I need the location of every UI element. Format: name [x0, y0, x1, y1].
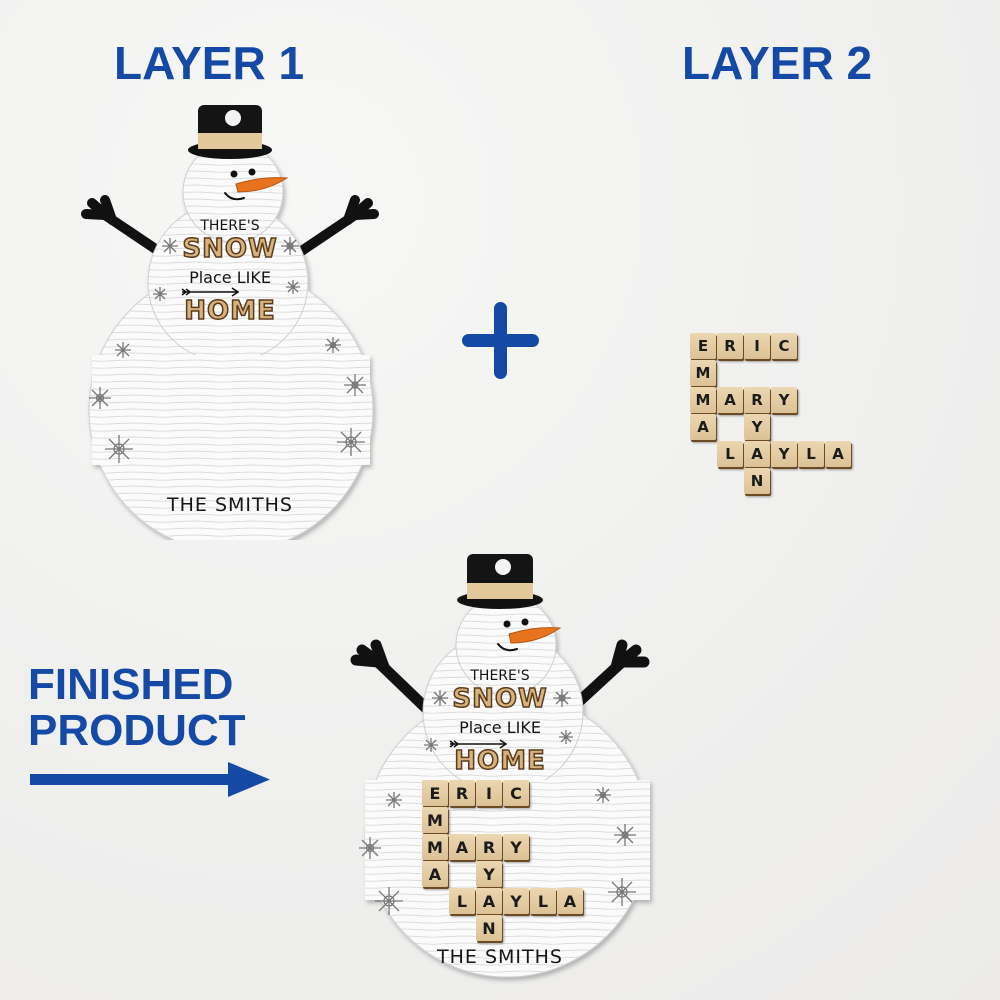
- letter-tile: A: [449, 834, 475, 860]
- letter-tile: Y: [771, 387, 797, 413]
- letter-tile: L: [798, 441, 824, 467]
- letter-tile: E: [422, 780, 448, 806]
- letter-tile: L: [530, 888, 556, 914]
- snowman-finished: THERE'S SNOW Place LIKE HOME THE SMITHS …: [270, 450, 770, 990]
- theres-text: THERE'S: [470, 668, 530, 684]
- letter-tile: M: [422, 834, 448, 860]
- letter-tile: E: [690, 333, 716, 359]
- layer1-label: LAYER 1: [114, 37, 305, 89]
- letter-tile: R: [476, 834, 502, 860]
- letter-tile: N: [744, 468, 770, 494]
- letter-tile: N: [476, 915, 502, 941]
- letter-tile: I: [744, 333, 770, 359]
- snowman-layer1: THERE'S SNOW Place LIKE HOME THE SMITHS: [0, 0, 500, 540]
- home-text: HOME: [184, 295, 276, 327]
- snow-text: SNOW: [452, 683, 548, 715]
- letter-tile: M: [690, 387, 716, 413]
- family-name-text: THE SMITHS: [167, 494, 293, 516]
- top-hat: [188, 105, 272, 159]
- place-like-text: Place LIKE: [189, 268, 271, 287]
- letter-tile: A: [422, 861, 448, 887]
- plus-icon: [462, 302, 539, 379]
- letter-tile: I: [476, 780, 502, 806]
- letter-tile: A: [476, 888, 502, 914]
- letter-tile: Y: [476, 861, 502, 887]
- letter-tile: R: [449, 780, 475, 806]
- letter-tile: Y: [771, 441, 797, 467]
- snowflake-icons: [89, 237, 366, 463]
- right-arrow-icon: [30, 762, 270, 797]
- snowflake-icons: [359, 689, 636, 915]
- letter-tile: M: [690, 360, 716, 386]
- family-name-text: THE SMITHS: [437, 946, 563, 968]
- letter-tile: A: [825, 441, 851, 467]
- finished-line2: PRODUCT: [28, 706, 246, 755]
- snowman-body: [81, 105, 379, 540]
- finished-line1: FINISHED: [28, 660, 234, 709]
- layer2-label: LAYER 2: [682, 37, 873, 89]
- home-text: HOME: [454, 745, 546, 777]
- place-like-text: Place LIKE: [459, 718, 541, 737]
- top-hat: [457, 554, 543, 609]
- letter-tile: A: [557, 888, 583, 914]
- letter-tile: M: [422, 807, 448, 833]
- letter-tile: Y: [744, 414, 770, 440]
- letter-tile: C: [503, 780, 529, 806]
- letter-tile: R: [717, 333, 743, 359]
- letter-tile: A: [717, 387, 743, 413]
- letter-tile: L: [717, 441, 743, 467]
- letter-tile: Y: [503, 888, 529, 914]
- letter-tile: A: [690, 414, 716, 440]
- finished-product-label: FINISHED PRODUCT: [28, 662, 246, 754]
- letter-tile: Y: [503, 834, 529, 860]
- left-arm: [81, 195, 379, 257]
- theres-text: THERE'S: [200, 218, 260, 234]
- letter-tile: R: [744, 387, 770, 413]
- letter-tile: L: [449, 888, 475, 914]
- letter-tile: C: [771, 333, 797, 359]
- snow-text: SNOW: [182, 233, 278, 265]
- letter-tile: A: [744, 441, 770, 467]
